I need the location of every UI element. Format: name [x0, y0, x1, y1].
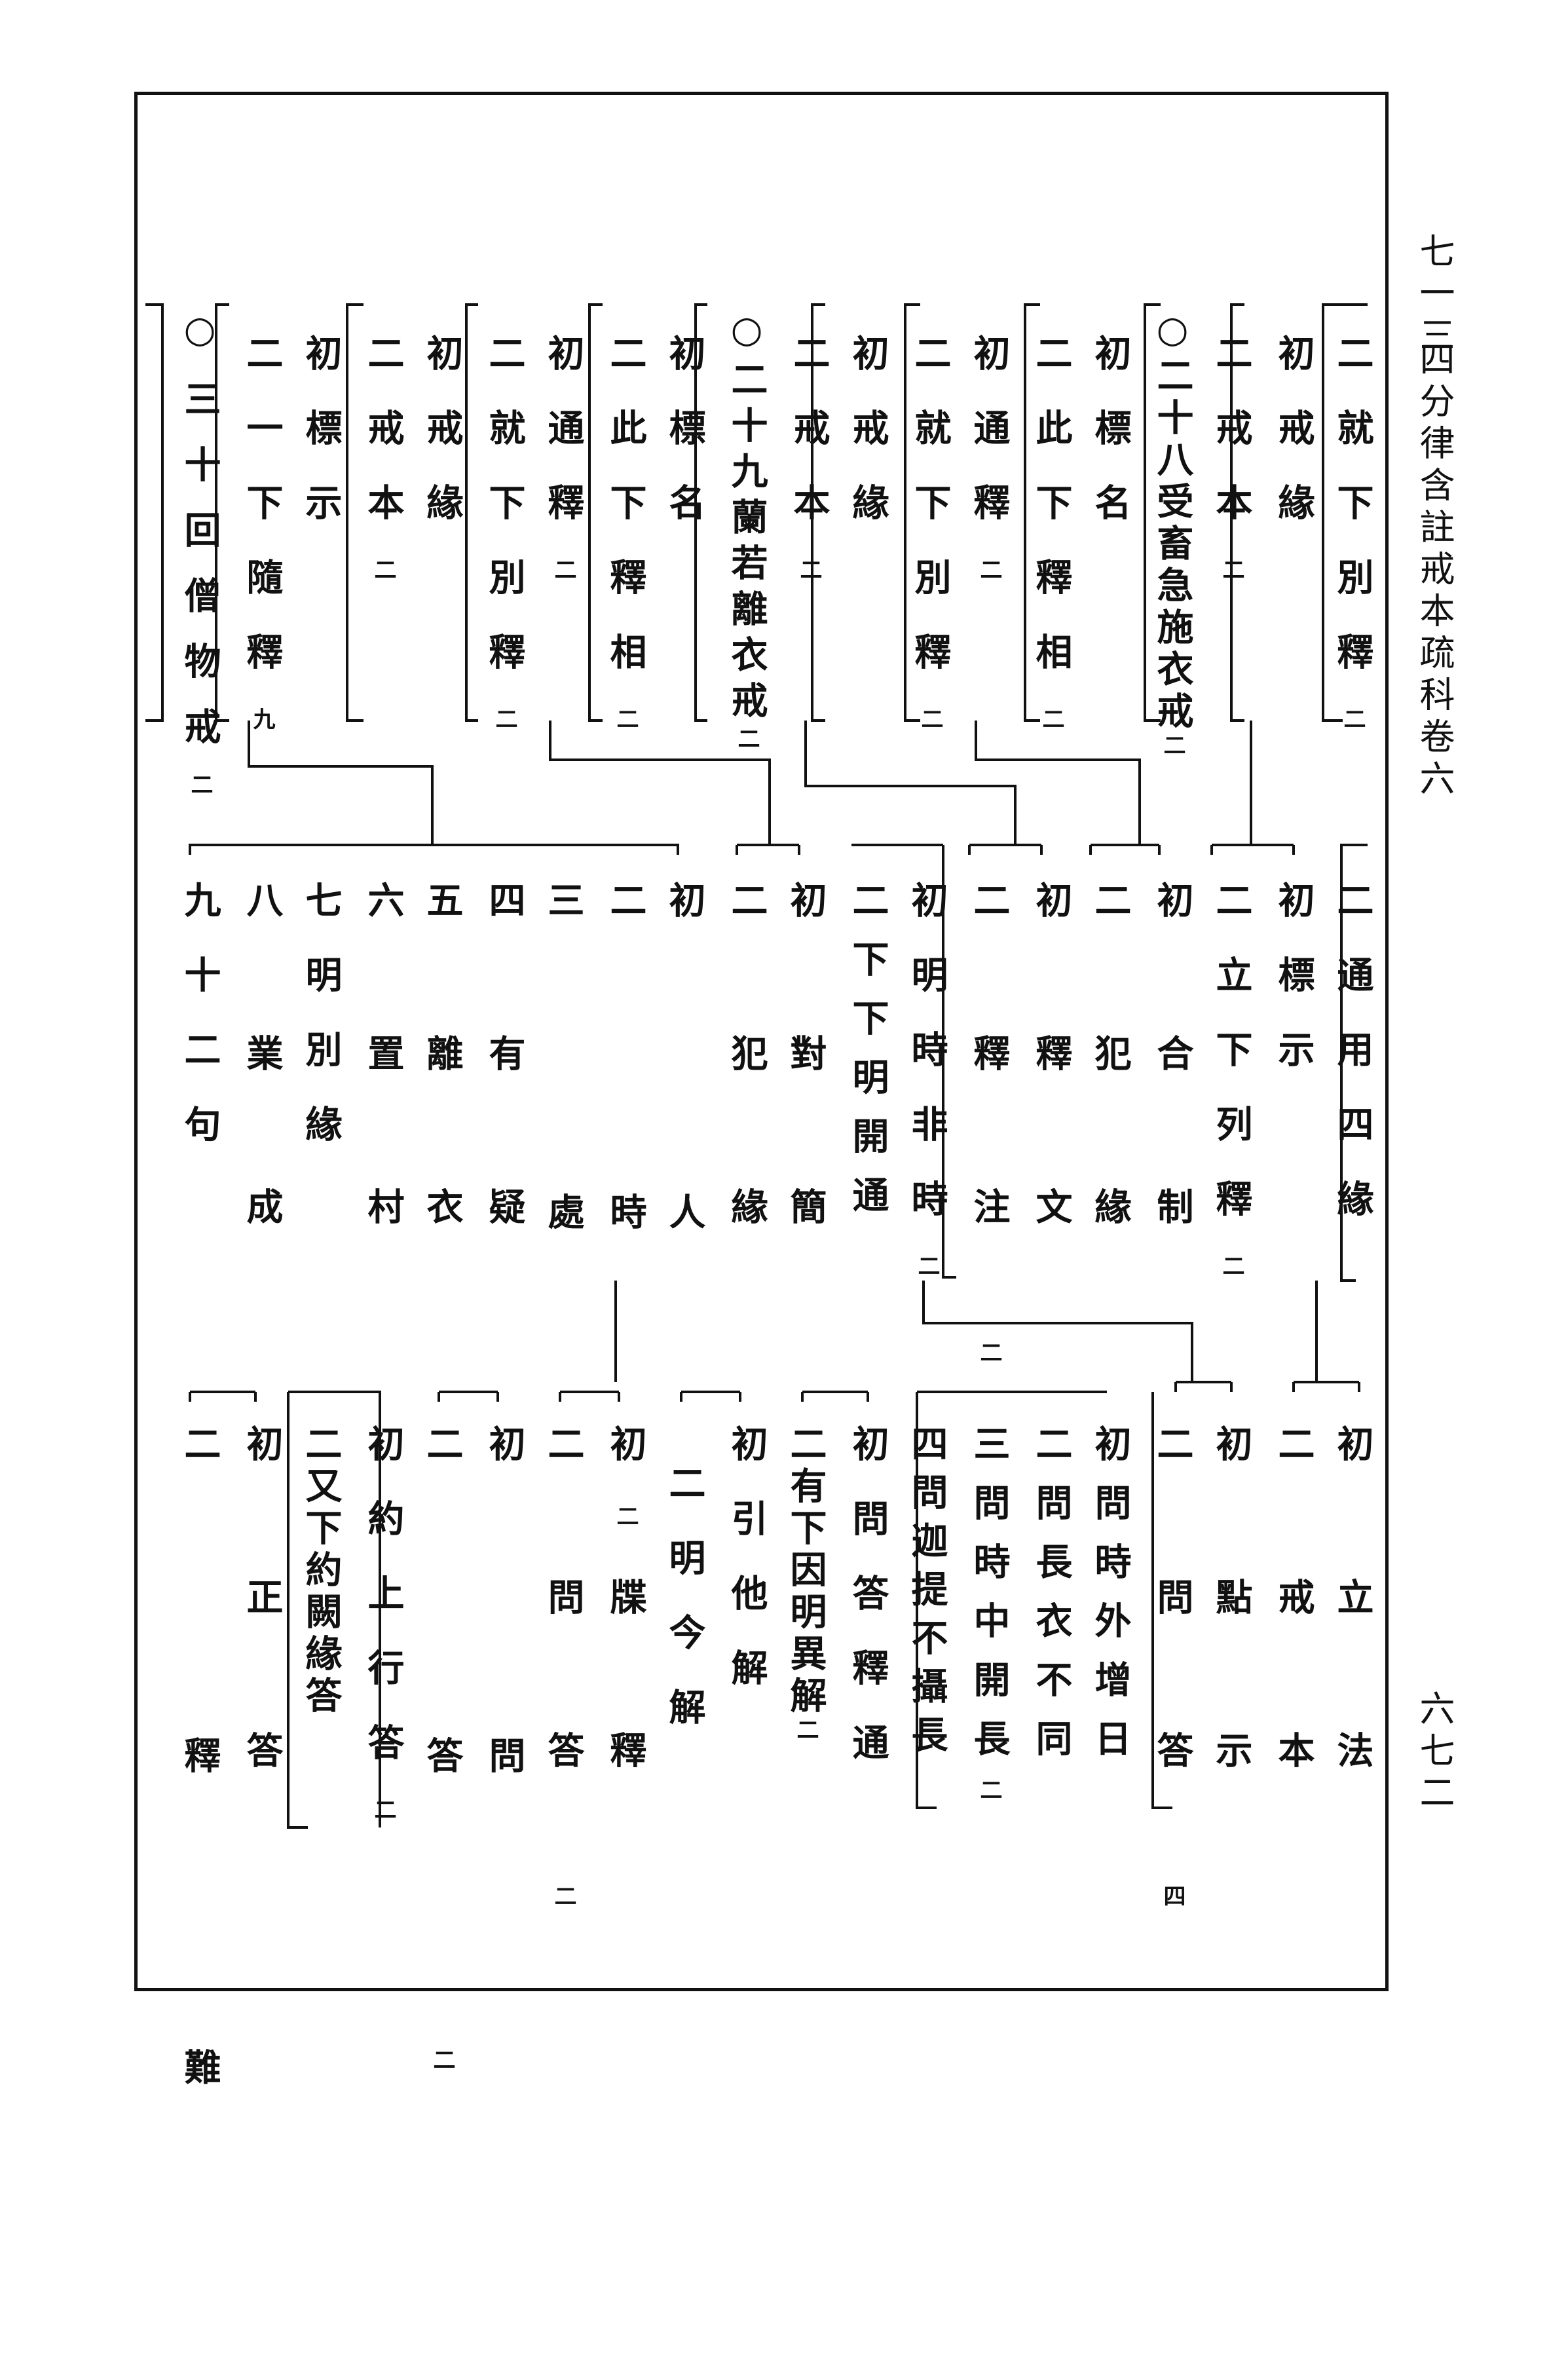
outline-entry: 六置村	[362, 881, 405, 1341]
outline-entry: 二立下列釋二	[1210, 881, 1253, 1277]
outline-entry: 二又下約闕緣答	[299, 1425, 343, 1718]
outline-entry: 二一下隨釋九	[240, 334, 284, 730]
page-number: 六七二	[1413, 1690, 1455, 1816]
outline-entry: 二犯緣	[1089, 881, 1132, 1341]
outline-entry: 初戒緣	[846, 334, 889, 558]
outline-entry: 初問時外增日	[1089, 1425, 1132, 1778]
outline-entry: 二明今解	[663, 1464, 706, 1763]
outline-entry: 初問	[483, 1425, 526, 2048]
outline-entry: 二戒本二	[787, 334, 831, 580]
outline-entry: 初牒釋	[604, 1425, 647, 1884]
outline-entry: 初通釋二	[967, 334, 1011, 580]
outline-entry: 初約上行答二	[362, 1425, 405, 1820]
outline-entry: 二釋注二	[967, 881, 1011, 1363]
outline-entry: 二此下釋相二	[1030, 334, 1073, 730]
outline-entry: 二犯緣	[725, 881, 768, 1341]
outline-entry: 二下下明開通	[846, 881, 889, 1235]
outline-entry: 二問答四	[1151, 1425, 1194, 1907]
outline-entry: 初標示	[299, 334, 343, 558]
outline-entry: 二有下因明異解二	[784, 1425, 827, 1740]
outline-entry: 二戒本	[1272, 1425, 1315, 1884]
leaf-number: 七一三	[1413, 233, 1455, 358]
outline-entry: 五離衣	[420, 881, 464, 1341]
outline-entry: 二問答二	[542, 1425, 585, 1907]
outline-entry: 初明時非時二	[905, 881, 948, 1277]
page-border	[134, 92, 1389, 1991]
outline-entry: ○二十九蘭若離衣戒二	[725, 308, 768, 749]
outline-entry: 二就下別釋二	[483, 334, 526, 730]
outline-entry: 四有疑	[483, 881, 526, 1341]
outline-entry: 三問時中開長二	[967, 1425, 1011, 1801]
book-title: 四分律含註戒本疏科卷六	[1413, 341, 1455, 802]
outline-entry: 初戒緣	[420, 334, 464, 558]
outline-entry: 七明別緣	[299, 881, 343, 1180]
outline-entry: 二釋難	[178, 1425, 221, 2360]
outline-entry: 初標名	[1089, 334, 1132, 558]
outline-entry: 二此下釋相二	[604, 334, 647, 730]
outline-entry: 初對簡	[784, 881, 827, 1341]
outline-entry: 二問長衣不同	[1030, 1425, 1073, 1778]
outline-entry: ○二十八受畜急施衣戒二	[1151, 308, 1194, 756]
outline-entry: 初合制	[1151, 881, 1194, 1341]
outline-entry: 二戒本二	[362, 334, 405, 580]
outline-entry: 初立法	[1331, 1425, 1374, 1884]
outline-entry: 初人	[663, 881, 706, 1505]
outline-entry: 初釋文	[1030, 881, 1073, 1341]
outline-entry: 初引他解	[725, 1425, 768, 1723]
outline-entry: 初標示	[1272, 881, 1315, 1105]
outline-entry: 二通用四緣	[1331, 881, 1374, 1254]
bracket-lines	[145, 303, 1368, 1829]
outline-entry: 初點示	[1210, 1425, 1253, 1884]
outline-entry: 二答二	[420, 1425, 464, 2070]
outline-entry: 二就下別釋二	[908, 334, 952, 730]
outline-entry: 二時二	[604, 881, 647, 1527]
outline-entry: 初問答釋通	[846, 1425, 889, 1798]
outline-entry: 九十二句	[178, 881, 221, 1180]
outline-entry: 初通釋二	[542, 334, 585, 580]
outline-entry: 二就下別釋二	[1331, 334, 1374, 730]
outline-entry: ○三十回僧物戒二	[178, 308, 221, 795]
outline-entry: 八業成	[240, 881, 284, 1341]
outline-entry: 二戒本二	[1210, 334, 1253, 580]
outline-entry: 初正答	[240, 1425, 284, 1884]
outline-entry: 初戒緣	[1272, 334, 1315, 558]
outline-entry: 初標名	[663, 334, 706, 558]
outline-entry: 四問迦提不攝長	[905, 1425, 948, 1764]
outline-entry: 三處	[542, 881, 585, 1505]
